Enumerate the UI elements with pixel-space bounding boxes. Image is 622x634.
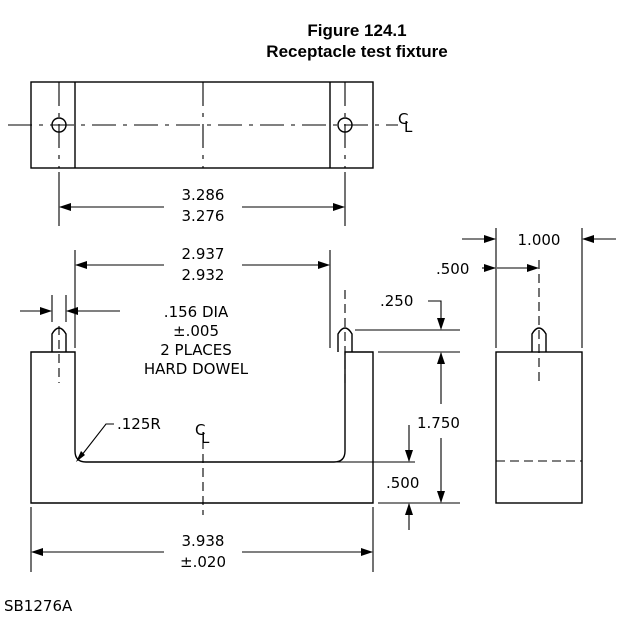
dowel-dia-text: .156 DIA — [164, 303, 229, 321]
right-dowel-pin — [337, 327, 353, 352]
corner-radius-arrowhead — [76, 451, 85, 462]
dowel-tolerance-text: ±.005 — [173, 322, 219, 340]
drawing-id: SB1276A — [4, 597, 73, 615]
corner-radius-text: .125R — [117, 415, 161, 433]
inner-width-max: 2.937 — [182, 245, 225, 263]
side-view-dowel-pin — [531, 327, 547, 352]
front-centerline-symbol-sub: L — [201, 429, 210, 447]
hole-spacing-min: 3.276 — [182, 207, 225, 225]
overall-width-text: 3.938 — [182, 532, 225, 550]
left-dowel-hole — [51, 117, 67, 133]
overall-height-text: 1.750 — [417, 414, 460, 432]
front-centerline-symbol: C — [195, 421, 205, 439]
hole-spacing-max: 3.286 — [182, 186, 225, 204]
right-dowel-hole — [337, 117, 353, 133]
dowel-material-text: HARD DOWEL — [144, 360, 249, 378]
overall-width-tolerance: ±.020 — [180, 553, 226, 571]
top-centerline-symbol-sub: L — [404, 118, 413, 136]
base-thickness-text: .500 — [386, 474, 419, 492]
figure-number: Figure 124.1 — [307, 21, 407, 40]
side-width-text: 1.000 — [518, 231, 561, 249]
top-view: C L 3.286 3.276 — [8, 81, 413, 226]
pin-height-arrowhead — [437, 318, 445, 330]
side-view: 1.000 .500 — [436, 228, 616, 504]
pin-offset-text: .500 — [436, 260, 469, 278]
inner-width-min: 2.932 — [182, 266, 225, 284]
pin-height-text: .250 — [380, 292, 413, 310]
figure-caption: Receptacle test fixture — [266, 42, 448, 61]
corner-radius-leader — [77, 423, 114, 461]
front-view: C L 2.937 2.932 .156 DIA ±.005 2 PLACES … — [20, 245, 460, 572]
top-centerline-symbol: C — [398, 110, 408, 128]
dowel-quantity-text: 2 PLACES — [160, 341, 232, 359]
